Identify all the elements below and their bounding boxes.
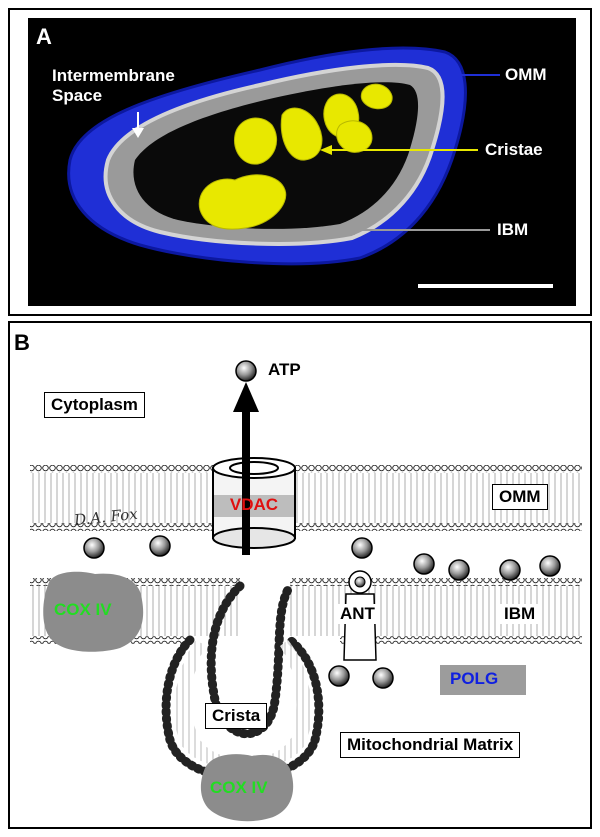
intermembrane-arrowhead [132, 128, 144, 138]
intermembrane-label-line2: Space [52, 86, 103, 105]
atp-ball [448, 559, 470, 581]
cristae-label: Cristae [485, 140, 543, 159]
mitochondrial-matrix-label: Mitochondrial Matrix [340, 732, 521, 758]
crista-blob [198, 174, 287, 230]
atp-ball [351, 537, 373, 559]
atp-ball [83, 537, 105, 559]
crista-blob [360, 83, 393, 110]
polg-box [440, 665, 526, 695]
atp-ball [149, 535, 171, 557]
cox-iv-left-blob [43, 571, 144, 652]
atp-ball [539, 555, 561, 577]
omm-bilayer [30, 465, 582, 531]
crista-blob [280, 107, 323, 161]
atp-ball [499, 559, 521, 581]
cytoplasm-label: Cytoplasm [44, 392, 145, 418]
atp-ball [413, 553, 435, 575]
omm-label-a: OMM [505, 65, 547, 84]
atp-ball [328, 665, 350, 687]
ibm-label-b: IBM [500, 604, 540, 624]
omm-label-b: OMM [492, 484, 548, 510]
cristae-arrowhead [320, 145, 332, 155]
atp-molecules [83, 360, 561, 689]
ibm-arrowhead [343, 225, 355, 235]
panel-a-letter: A [36, 24, 52, 49]
ant-label: ANT [338, 604, 377, 624]
cox-iv-left-label: COX IV [54, 600, 112, 619]
cristae-group [198, 83, 393, 230]
polg-label: POLG [450, 669, 499, 688]
crista-blob [233, 117, 277, 165]
atp-export-arrowhead [233, 382, 259, 412]
atp-ball [372, 667, 394, 689]
vdac-channel [212, 457, 296, 549]
cox-iv-bottom-blob [200, 754, 294, 822]
intermembrane-label-line1: Intermembrane [52, 66, 175, 85]
crista-label: Crista [205, 703, 268, 729]
cox-iv-bottom-label: COX IV [210, 778, 268, 797]
atp-label: ATP [268, 360, 301, 379]
panel-b-letter: B [14, 330, 30, 355]
atp-ball-legend [235, 360, 257, 382]
ibm-label-a: IBM [497, 220, 529, 239]
vdac-label: VDAC [229, 495, 279, 514]
